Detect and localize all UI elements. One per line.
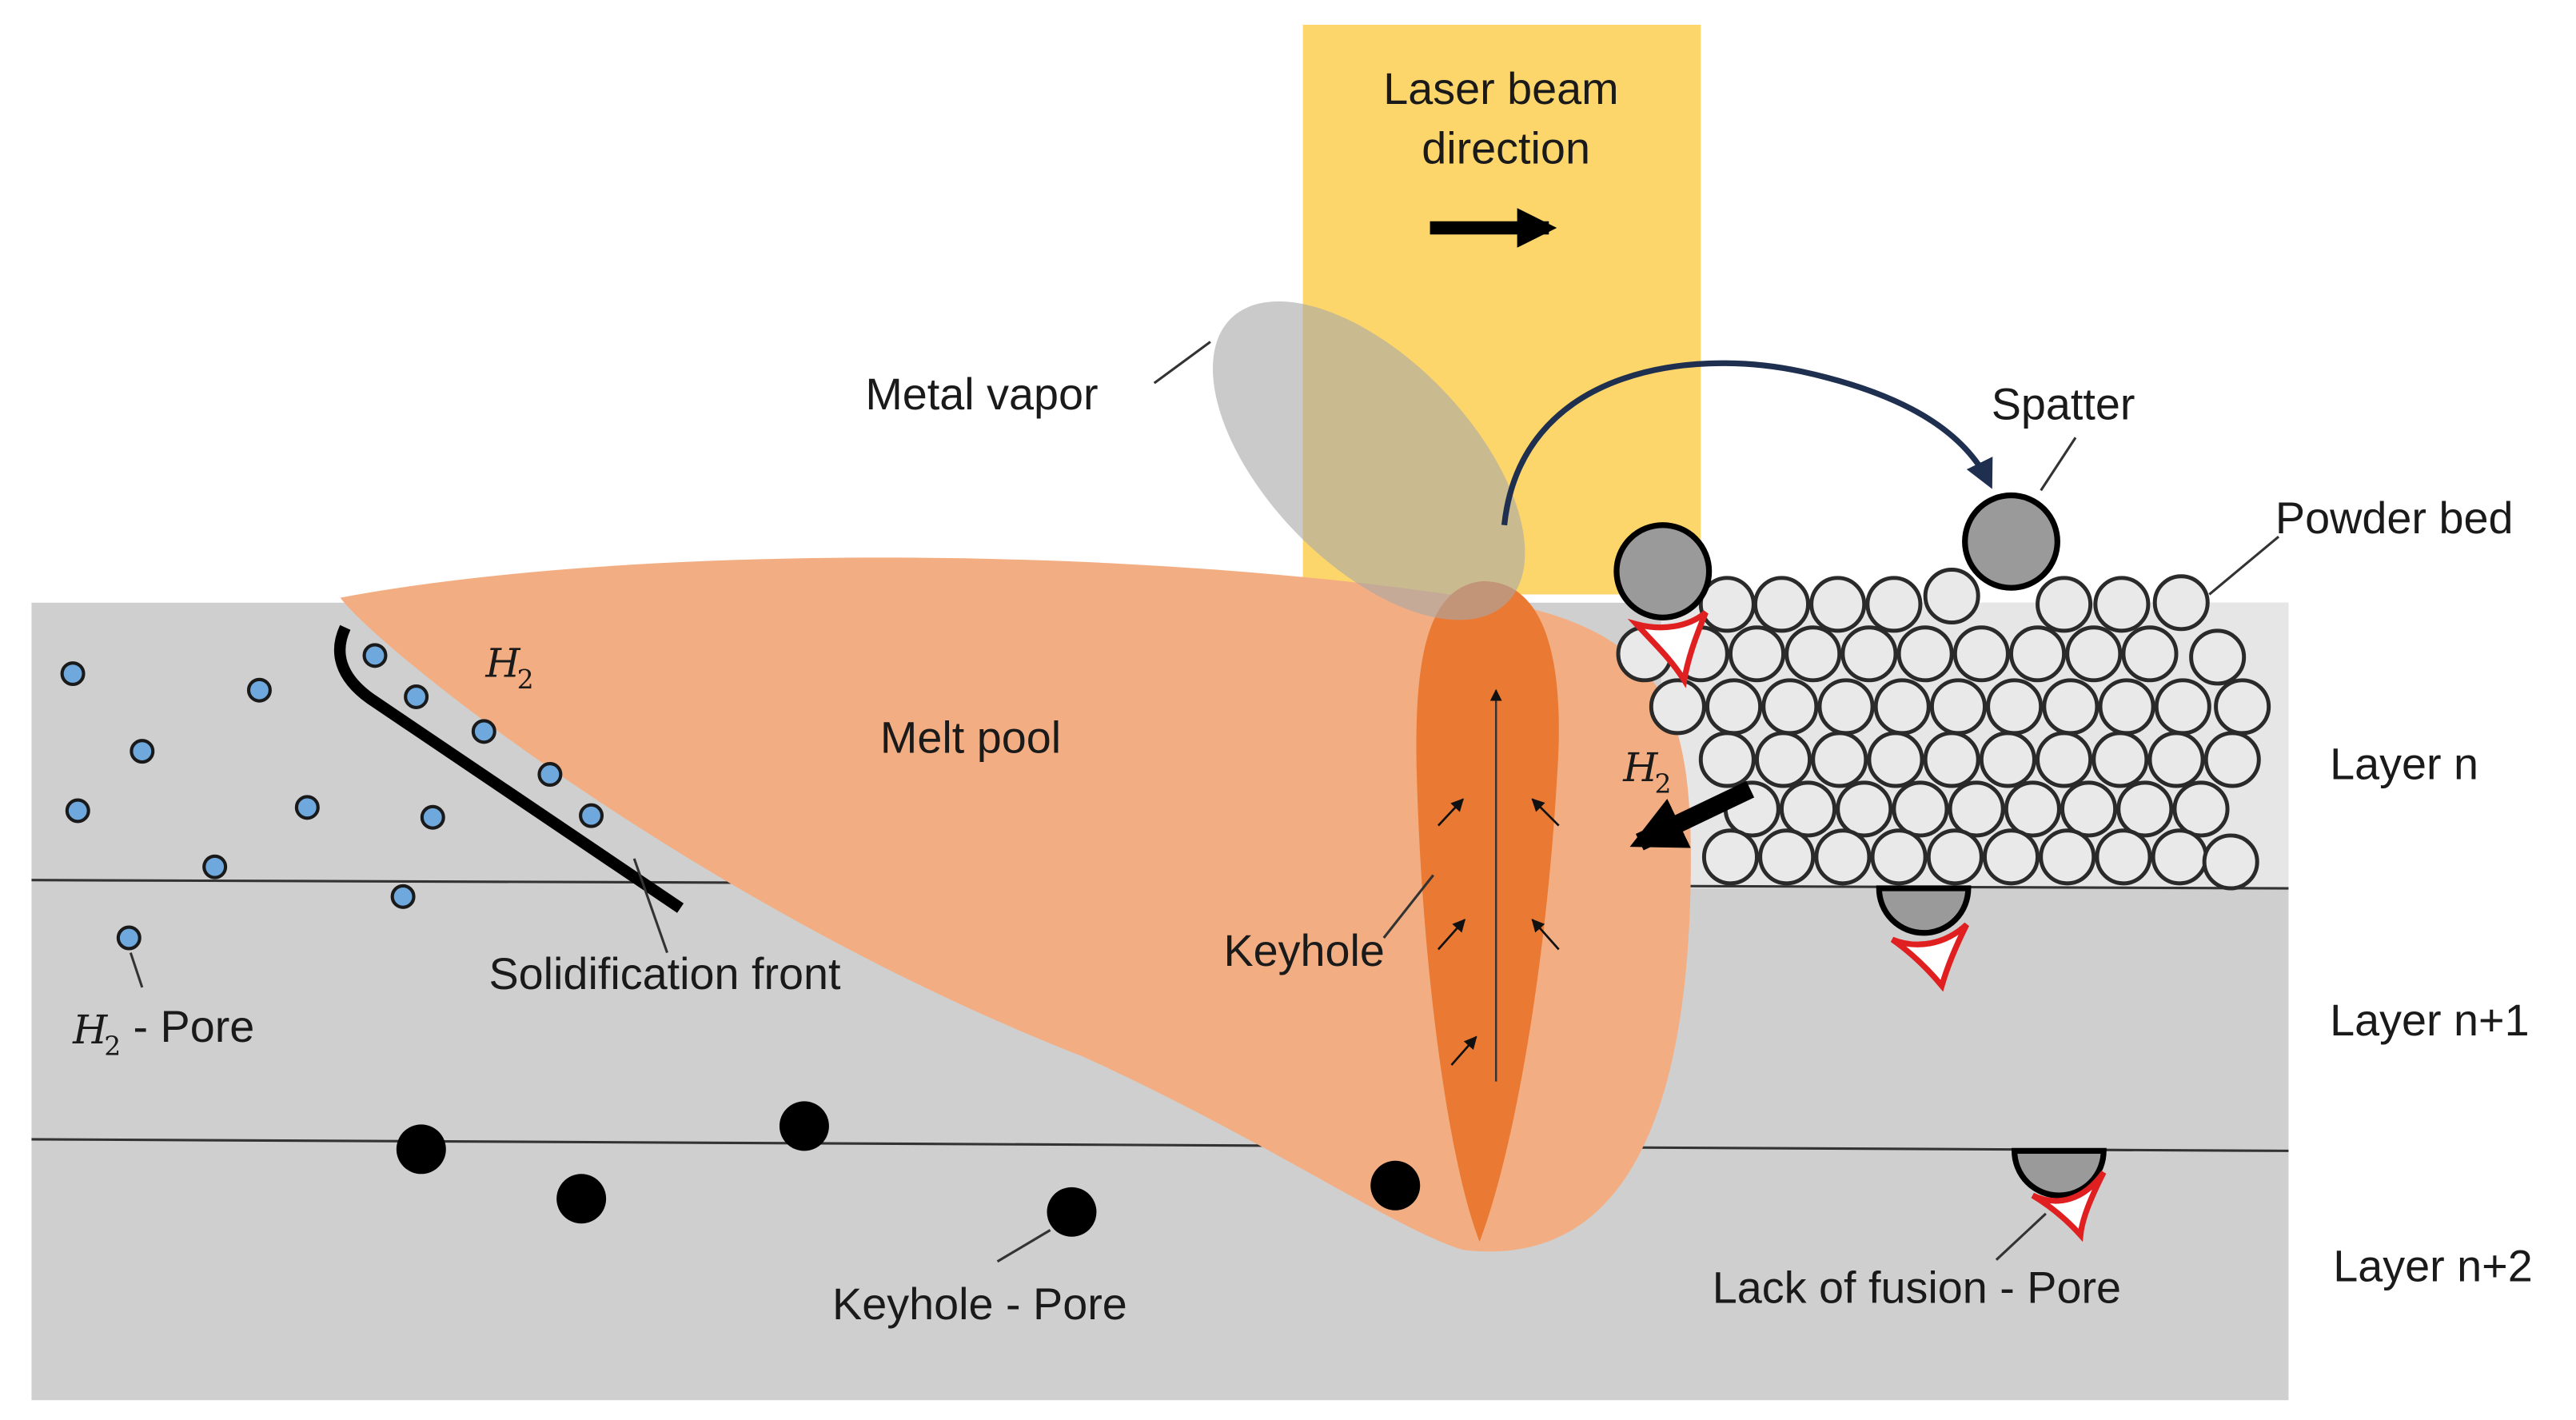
keyhole-arrow bbox=[1437, 798, 1465, 827]
svg-text:H: H bbox=[72, 1007, 108, 1053]
lack-of-fusion-pore bbox=[2031, 1171, 2107, 1242]
svg-text:2: 2 bbox=[1654, 768, 1671, 799]
keyhole bbox=[1416, 580, 1559, 1242]
svg-text:H: H bbox=[484, 640, 520, 687]
keyhole-pores bbox=[396, 1101, 1421, 1237]
lack-of-fusion-pore bbox=[1627, 610, 1709, 688]
melt-pool bbox=[340, 557, 1691, 1252]
left-arrow-icon bbox=[1629, 780, 1755, 851]
keyhole-arrow bbox=[1531, 798, 1560, 827]
spatter-label: Spatter bbox=[1992, 380, 2135, 429]
laser-beam-label-line2: direction bbox=[1422, 123, 1590, 173]
keyhole-pore-label: Keyhole - Pore bbox=[832, 1279, 1127, 1329]
spatter-particle bbox=[1962, 492, 2060, 591]
svg-text:- Pore: - Pore bbox=[121, 1002, 254, 1051]
lack-of-fusion-particle bbox=[2012, 1147, 2107, 1199]
h2-pore-label: H 2 - Pore bbox=[72, 1002, 254, 1062]
svg-text:2: 2 bbox=[104, 1031, 121, 1062]
lack-of-fusion-pore bbox=[1890, 922, 1969, 992]
svg-text:H: H bbox=[1622, 744, 1658, 791]
laser-beam-label-line1: Laser beam bbox=[1383, 64, 1618, 114]
layer-n-label: Layer n bbox=[2330, 740, 2478, 789]
metal-vapor-plume bbox=[1212, 301, 1525, 620]
powder-bed-label: Powder bed bbox=[2275, 493, 2514, 543]
lack-of-fusion-particle bbox=[1876, 885, 1972, 936]
solidification-front-label: Solidification front bbox=[488, 949, 841, 999]
h2-pores bbox=[60, 643, 604, 951]
svg-text:2: 2 bbox=[517, 664, 534, 695]
curved-arrow-icon bbox=[1501, 360, 1993, 526]
leader-lines bbox=[129, 341, 2280, 1263]
layer-n2-label: Layer n+2 bbox=[2333, 1242, 2533, 1291]
h2-symbol-near-keyhole: H 2 bbox=[1622, 744, 1671, 799]
metal-vapor-label: Metal vapor bbox=[865, 369, 1098, 419]
solidification-front bbox=[333, 624, 684, 913]
keyhole-arrow bbox=[1437, 919, 1466, 951]
keyhole-arrow bbox=[1450, 1035, 1477, 1066]
spatter-particle bbox=[1613, 522, 1713, 620]
layer-n1-label: Layer n+1 bbox=[2330, 995, 2530, 1045]
lack-of-fusion-pore-label: Lack of fusion - Pore bbox=[1713, 1262, 2121, 1312]
h2-symbol-near-front: H 2 bbox=[484, 640, 533, 695]
melt-pool-label: Melt pool bbox=[880, 713, 1061, 763]
keyhole-arrow bbox=[1531, 919, 1560, 951]
keyhole-label: Keyhole bbox=[1223, 926, 1384, 975]
